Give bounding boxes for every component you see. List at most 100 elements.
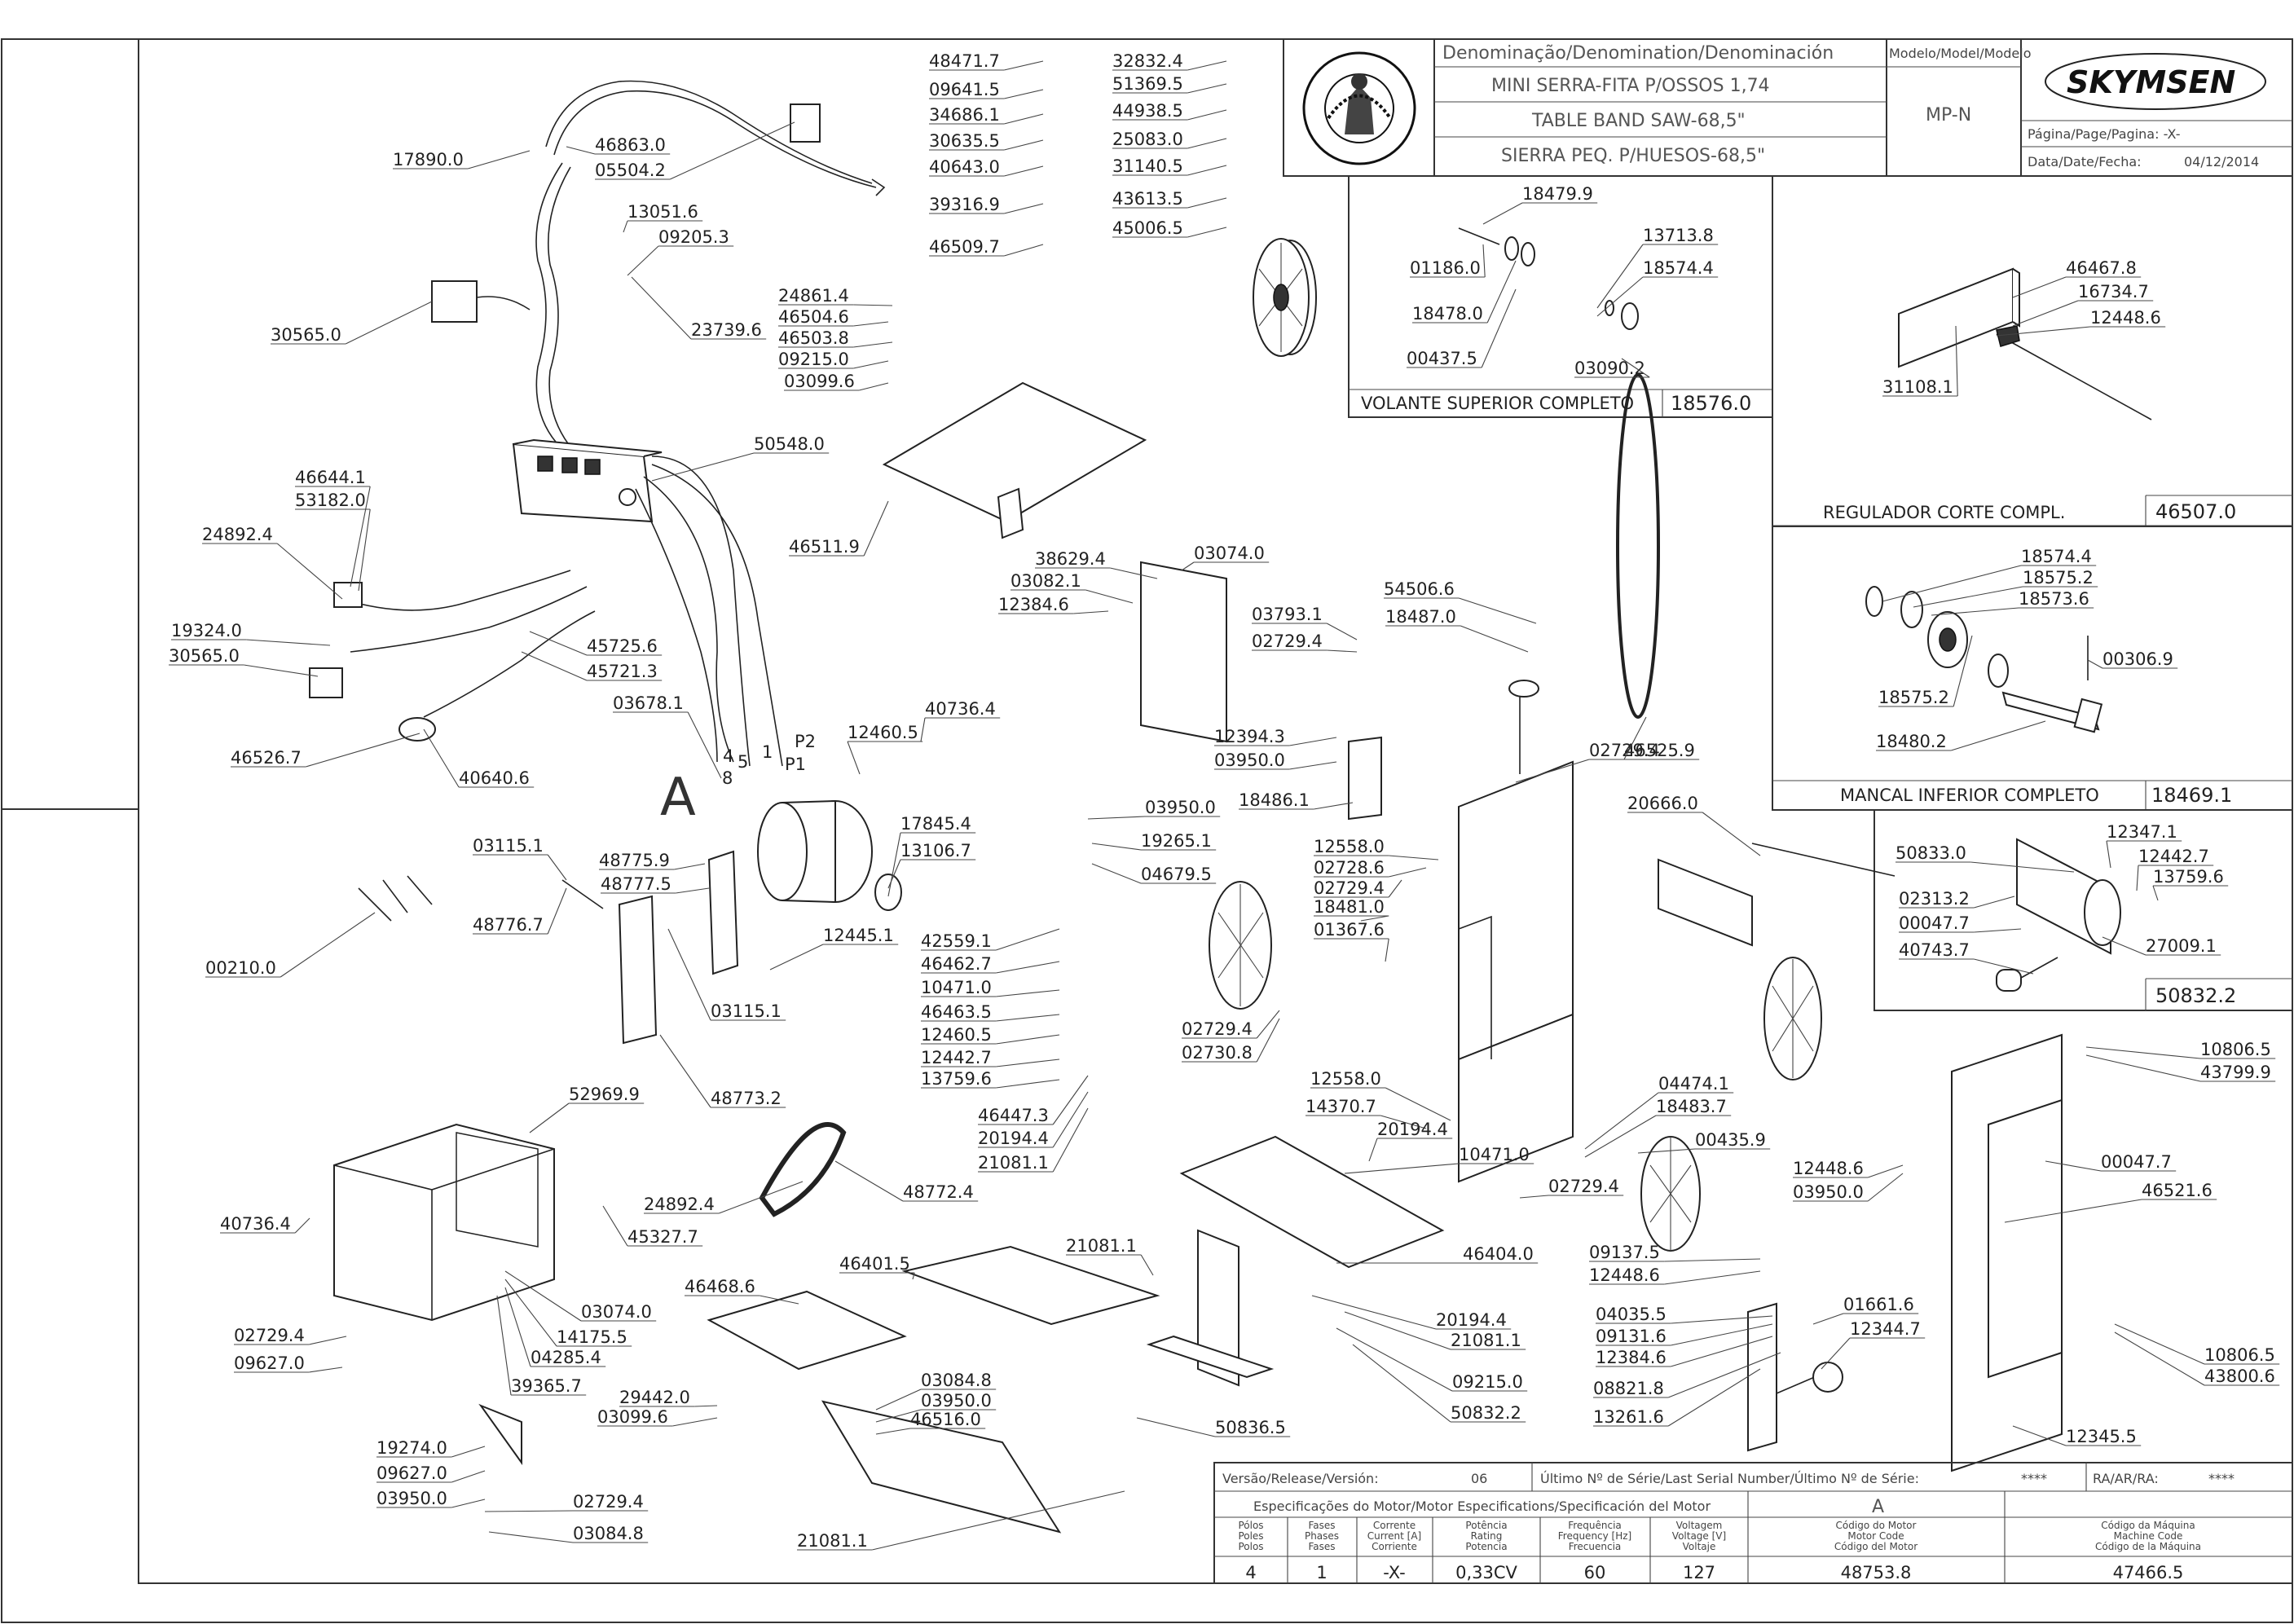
leader-line xyxy=(1389,855,1439,860)
spec-value-cell: 1 xyxy=(1316,1563,1327,1582)
leader-line xyxy=(887,859,901,889)
spec-header-cell: Potência xyxy=(1465,1520,1507,1531)
leader-line xyxy=(1667,1352,1781,1398)
part-label: 12448.6 xyxy=(2090,308,2161,328)
part-label: 39316.9 xyxy=(929,195,1000,214)
leader-line xyxy=(853,321,889,327)
part-label: 09131.6 xyxy=(1596,1327,1667,1346)
part-label: 34686.1 xyxy=(929,105,1000,125)
part-label: 21081.1 xyxy=(1451,1331,1521,1350)
part-label: 46521.6 xyxy=(2142,1181,2213,1200)
leader-line xyxy=(996,1058,1060,1067)
part-label: 02729.4 xyxy=(1182,1019,1253,1039)
part-label: 02313.2 xyxy=(1899,889,1970,909)
leader-line xyxy=(1289,737,1337,746)
leader-line xyxy=(1256,1018,1280,1063)
part-label: 50548.0 xyxy=(754,434,825,454)
part-label: 00047.7 xyxy=(1899,913,1970,933)
part-label: 02729.4 xyxy=(1548,1177,1619,1196)
leader-line xyxy=(1664,1270,1761,1285)
date-value: 04/12/2014 xyxy=(2184,154,2259,169)
svg-text:SKYMSEN: SKYMSEN xyxy=(2067,64,2235,100)
part-label: 38629.4 xyxy=(1035,549,1106,569)
leader-line xyxy=(875,1409,922,1423)
leader-line xyxy=(1110,567,1158,579)
leader-line xyxy=(1289,761,1337,770)
leader-line xyxy=(872,1490,1125,1551)
leader-line xyxy=(547,854,567,881)
leader-line xyxy=(887,832,901,897)
part-label: 21081.1 xyxy=(978,1153,1049,1173)
leader-line xyxy=(2012,300,2079,327)
leader-line xyxy=(875,1428,911,1435)
leader-line xyxy=(623,220,628,233)
leader-line xyxy=(996,961,1060,974)
leader-line xyxy=(504,1279,557,1347)
part-label: 18575.2 xyxy=(2023,568,2094,588)
part-label: 27009.1 xyxy=(2146,936,2217,956)
leader-line xyxy=(1336,1327,1453,1392)
svg-text:4: 4 xyxy=(723,746,733,766)
part-label: 48775.9 xyxy=(599,851,670,870)
leader-line xyxy=(1664,1258,1761,1262)
part-label: 43800.6 xyxy=(2204,1367,2275,1386)
leader-line xyxy=(1344,1163,1460,1174)
leader-line xyxy=(667,928,711,1021)
lower-bearing-title: MANCAL INFERIOR COMPLETO xyxy=(1840,786,2099,805)
spec-header-cell: Pólos xyxy=(1238,1520,1263,1531)
leader-line xyxy=(1352,1344,1451,1423)
cut-regulator-title: REGULADOR CORTE COMPL. xyxy=(1823,503,2065,522)
leader-line xyxy=(358,508,371,592)
col-a: A xyxy=(1872,1497,1884,1517)
part-label: 46468.6 xyxy=(685,1277,755,1296)
leader-line xyxy=(853,304,893,306)
part-label: 23739.6 xyxy=(691,320,762,340)
spec-header-cell: Frequência xyxy=(1568,1520,1622,1531)
part-label: 45725.6 xyxy=(587,636,658,656)
part-label: 10806.5 xyxy=(2204,1345,2275,1365)
leader-line xyxy=(1955,325,1958,397)
leader-line xyxy=(1913,586,2023,608)
part-label: 18574.4 xyxy=(2021,547,2092,566)
leader-line xyxy=(2045,1160,2102,1172)
part-label: 50832.2 xyxy=(1451,1403,1521,1423)
part-label: 02729.4 xyxy=(1252,632,1323,651)
leader-line xyxy=(1596,244,1644,309)
part-label: 18573.6 xyxy=(2019,589,2089,609)
part-label: 17890.0 xyxy=(393,150,464,169)
leader-line xyxy=(651,452,755,482)
leader-line xyxy=(1380,1115,1427,1129)
spec-header-cell: Código do Motor xyxy=(1836,1520,1917,1531)
part-label: 12460.5 xyxy=(848,723,918,742)
leader-line xyxy=(306,733,420,768)
leader-line xyxy=(504,1287,531,1367)
leader-line xyxy=(496,1295,512,1396)
leader-line xyxy=(547,887,567,935)
part-label: 02728.6 xyxy=(1314,858,1385,878)
tensioner-subassembly: 50832.2 xyxy=(1874,809,2293,1011)
leader-line xyxy=(719,1181,804,1214)
leader-line xyxy=(451,1470,486,1483)
part-label: 46503.8 xyxy=(778,328,849,348)
leader-line xyxy=(1368,1138,1378,1162)
part-label: 00306.9 xyxy=(2102,649,2173,669)
part-label: 13759.6 xyxy=(2153,867,2224,887)
part-label: 20194.4 xyxy=(1377,1120,1448,1139)
spec-value-cell: 4 xyxy=(1245,1563,1256,1582)
part-label: 04679.5 xyxy=(1141,865,1212,884)
part-label: 45721.3 xyxy=(587,662,658,681)
leader-line xyxy=(1702,812,1761,856)
part-label: 02730.8 xyxy=(1182,1043,1253,1063)
part-label: 13759.6 xyxy=(921,1069,992,1089)
spec-title: Especificações do Motor/Motor Especifica… xyxy=(1253,1499,1711,1514)
part-label: 12394.3 xyxy=(1214,727,1285,746)
part-label: 04035.5 xyxy=(1596,1305,1667,1324)
part-label: 19274.0 xyxy=(376,1438,447,1458)
leader-line xyxy=(996,989,1060,997)
version-label: Versão/Release/Versión: xyxy=(1222,1471,1379,1486)
part-label: 12344.7 xyxy=(1850,1319,1921,1339)
part-label: 03099.6 xyxy=(597,1407,668,1427)
leader-line xyxy=(1385,1087,1451,1121)
leader-line xyxy=(529,1102,570,1133)
wire-marks: 4 5 1 P2 8 P1 xyxy=(722,732,816,788)
